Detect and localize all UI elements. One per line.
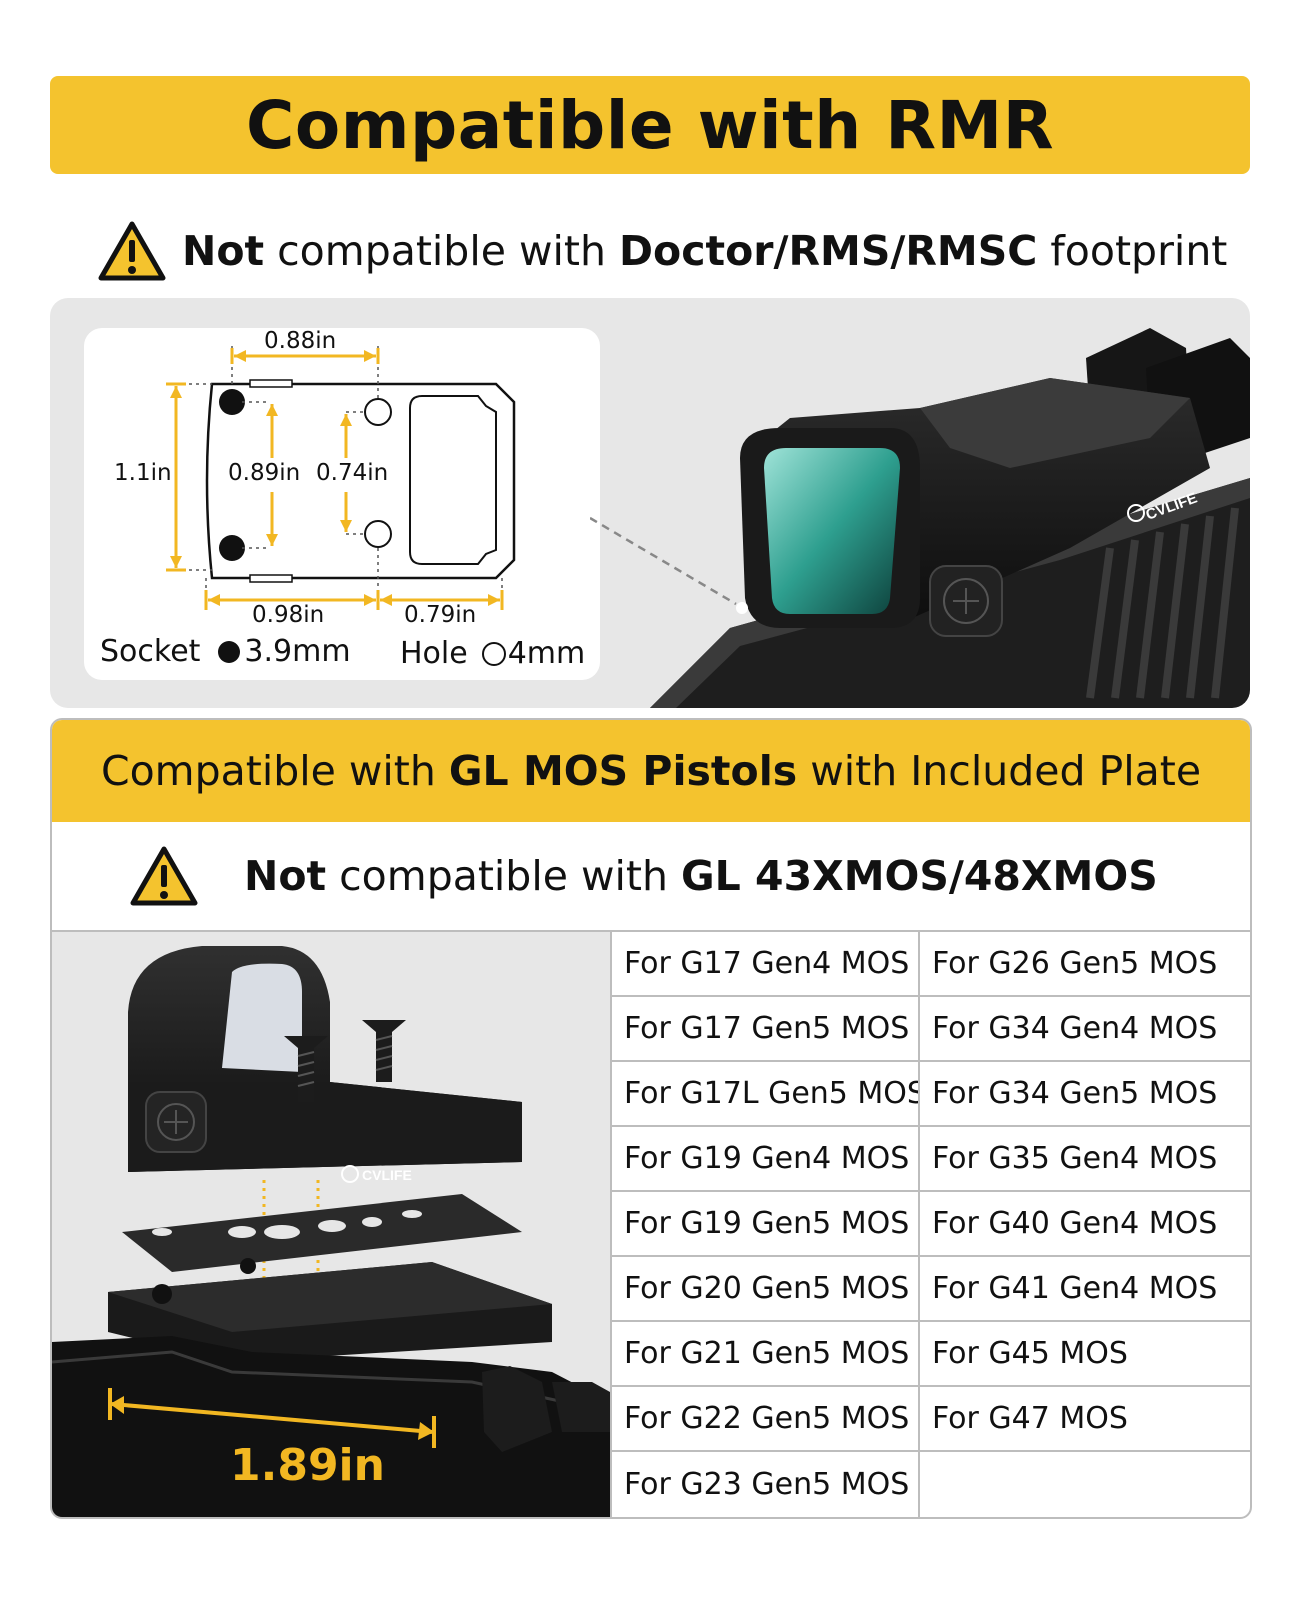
model-cell: For G47 MOS	[918, 1387, 1250, 1452]
model-cell: For G17L Gen5 MOS	[610, 1062, 918, 1127]
model-cell: For G20 Gen5 MOS	[610, 1257, 918, 1322]
slide-width-label: 1.89in	[230, 1440, 385, 1491]
model-cell: For G26 Gen5 MOS	[918, 932, 1250, 997]
title-banner: Compatible with RMR	[50, 76, 1250, 174]
model-cell: For G19 Gen5 MOS	[610, 1192, 918, 1257]
mos-incompatible-models: GL 43XMOS/48XMOS	[681, 852, 1158, 900]
exploded-view-drawing: CVLIFE	[52, 946, 610, 1517]
model-cell: For G17 Gen4 MOS	[610, 932, 918, 997]
mos-header-bold: GL MOS Pistols	[448, 747, 798, 795]
model-cell: For G45 MOS	[918, 1322, 1250, 1387]
footprint-panel: 0.88in 1.1in 0.89in 0.74in 0.98in 0.79in…	[50, 298, 1250, 708]
brand-name: CVLIFE	[362, 1167, 412, 1183]
mos-warning-text: Not compatible with GL 43XMOS/48XMOS	[244, 852, 1158, 900]
footprint-diagram: 0.88in 1.1in 0.89in 0.74in 0.98in 0.79in…	[84, 328, 600, 680]
hole-circle-icon	[481, 641, 506, 666]
exploded-view-illustration: CVLIFE	[52, 932, 610, 1517]
mos-compatibility-panel: Compatible with GL MOS Pistols with Incl…	[50, 718, 1252, 1519]
model-cell: For G40 Gen4 MOS	[918, 1192, 1250, 1257]
model-cell	[918, 1452, 1250, 1517]
model-cell: For G34 Gen4 MOS	[918, 997, 1250, 1062]
dim-hole-spacing: 0.74in	[316, 460, 389, 486]
mos-warning-middle: compatible with	[326, 852, 681, 900]
dim-height: 1.1in	[114, 460, 172, 486]
mos-header: Compatible with GL MOS Pistols with Incl…	[52, 720, 1250, 822]
warning-middle: compatible with	[264, 227, 619, 275]
red-dot-sight-illustration: CVLIFE	[590, 328, 1250, 708]
dim-bottom-left: 0.98in	[252, 602, 325, 628]
hole-size: 4mm	[507, 636, 586, 671]
socket-dot-icon	[218, 640, 241, 663]
dim-bottom-right: 0.79in	[404, 602, 477, 628]
model-cell: For G23 Gen5 MOS	[610, 1452, 918, 1517]
footprint-warning-text: Not compatible with Doctor/RMS/RMSC foot…	[182, 227, 1227, 275]
socket-label: Socket	[100, 634, 201, 669]
mos-warning: Not compatible with GL 43XMOS/48XMOS	[52, 822, 1250, 932]
socket-legend: Socket 3.9mm	[100, 634, 351, 669]
footprint-warning: Not compatible with Doctor/RMS/RMSC foot…	[98, 216, 1227, 286]
socket-size: 3.9mm	[244, 634, 351, 669]
model-cell: For G22 Gen5 MOS	[610, 1387, 918, 1452]
incompatible-footprints: Doctor/RMS/RMSC	[619, 227, 1038, 275]
mos-header-prefix: Compatible with	[100, 747, 449, 795]
dim-top-width: 0.88in	[264, 328, 337, 354]
page-title: Compatible with RMR	[245, 86, 1055, 164]
footprint-drawing	[166, 346, 516, 610]
warning-icon	[98, 221, 166, 281]
model-cell: For G34 Gen5 MOS	[918, 1062, 1250, 1127]
warning-suffix: footprint	[1037, 227, 1228, 275]
model-cell: For G21 Gen5 MOS	[610, 1322, 918, 1387]
hole-legend: Hole 4mm	[400, 636, 585, 671]
mos-header-text: Compatible with GL MOS Pistols with Incl…	[101, 747, 1201, 795]
mos-header-suffix: with Included Plate	[797, 747, 1202, 795]
model-cell: For G19 Gen4 MOS	[610, 1127, 918, 1192]
mos-not-emphasis: Not	[244, 852, 327, 900]
not-emphasis: Not	[182, 227, 265, 275]
model-cell: For G17 Gen5 MOS	[610, 997, 918, 1062]
dim-socket-spacing: 0.89in	[228, 460, 301, 486]
model-cell: For G35 Gen4 MOS	[918, 1127, 1250, 1192]
warning-icon	[130, 846, 198, 906]
brand-logo: CVLIFE	[341, 1165, 412, 1183]
hole-label: Hole	[400, 636, 468, 671]
model-cell: For G41 Gen4 MOS	[918, 1257, 1250, 1322]
